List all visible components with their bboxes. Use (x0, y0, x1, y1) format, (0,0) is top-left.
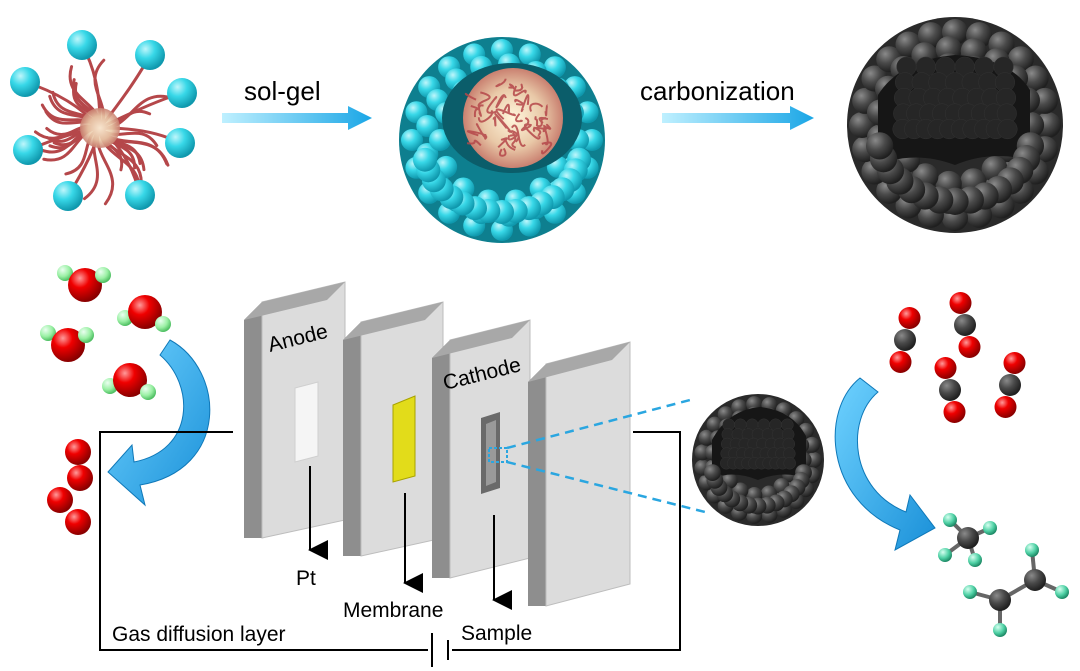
pt-label: Pt (296, 567, 316, 590)
micelle-template (10, 30, 197, 211)
sol-gel-arrow: sol-gel (222, 76, 372, 130)
membrane-plate (343, 301, 444, 557)
hollow-carbon-sphere-large (847, 17, 1063, 233)
gas-diffusion-plate (528, 341, 631, 607)
hollow-carbon-sphere-small (692, 394, 824, 526)
silica-shell-sphere (399, 37, 605, 243)
curved-arrow-left (107, 339, 211, 507)
anode-plate: Anode (244, 281, 346, 539)
circuit-wire (99, 431, 681, 667)
oxygen-molecules (47, 439, 93, 535)
gas-diffusion-layer-label: Gas diffusion layer (112, 623, 286, 646)
carbonization-label: carbonization (640, 76, 795, 106)
pointer-arrows (308, 466, 512, 610)
carbonization-arrow: carbonization (640, 76, 814, 130)
zoom-lines (506, 398, 706, 514)
membrane-label: Membrane (343, 599, 443, 622)
sample-label: Sample (461, 622, 532, 645)
product-molecules (938, 513, 1069, 637)
sol-gel-label: sol-gel (244, 76, 321, 106)
curved-arrow-right (834, 377, 936, 551)
water-molecules (40, 265, 171, 400)
cathode-plate: Cathode (432, 319, 531, 579)
co2-molecules (889, 292, 1026, 423)
